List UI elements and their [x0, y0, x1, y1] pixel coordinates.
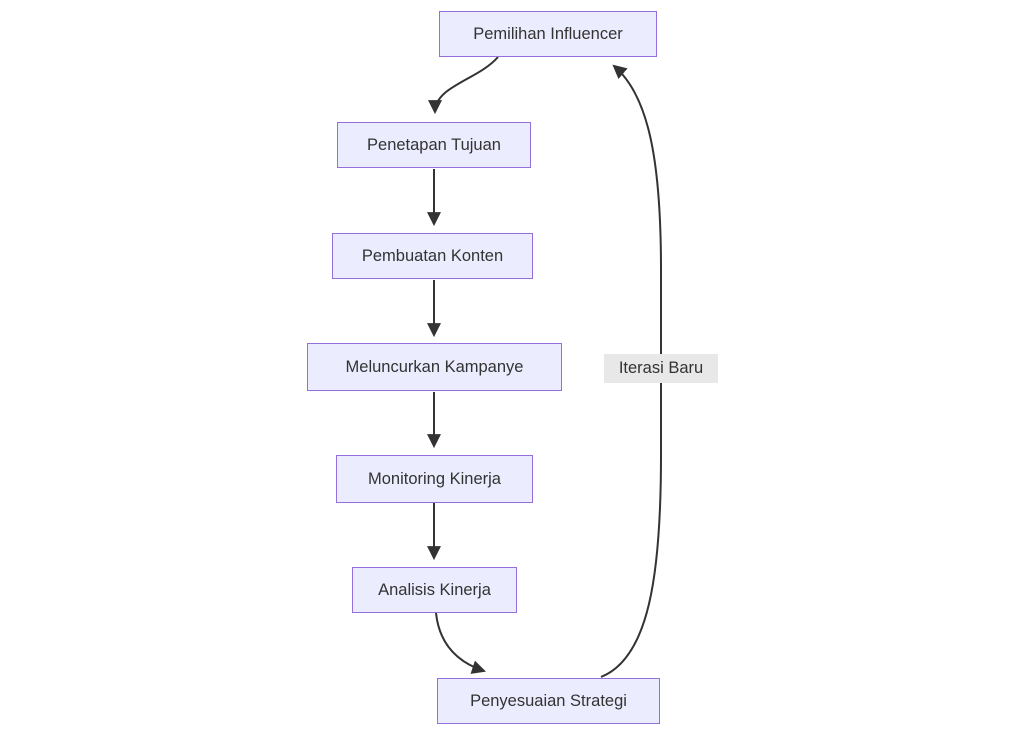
node-monitoring-kinerja: Monitoring Kinerja [336, 455, 533, 503]
node-label: Penyesuaian Strategi [470, 691, 627, 710]
node-label: Analisis Kinerja [378, 580, 491, 599]
edge-label-iterasi-baru: Iterasi Baru [604, 354, 718, 383]
node-label: Penetapan Tujuan [367, 135, 501, 154]
node-pemilihan-influencer: Pemilihan Influencer [439, 11, 657, 57]
edge-penyesuaian-to-pemilihan-loop [600, 64, 662, 678]
node-label: Pemilihan Influencer [473, 24, 623, 43]
node-label: Monitoring Kinerja [368, 469, 501, 488]
node-label: Pembuatan Konten [361, 246, 504, 265]
edge-analisis-to-penyesuaian [435, 612, 486, 674]
node-analisis-kinerja: Analisis Kinerja [352, 567, 517, 613]
node-penyesuaian-strategi: Penyesuaian Strategi [437, 678, 660, 724]
node-penetapan-tujuan: Penetapan Tujuan [337, 122, 531, 168]
edge-pemilihan-to-penetapan [428, 56, 499, 115]
node-pembuatan-konten: Pembuatan Konten [332, 233, 533, 279]
node-meluncurkan-kampanye: Meluncurkan Kampanye [307, 343, 562, 391]
node-label: Meluncurkan Kampanye [345, 357, 524, 376]
